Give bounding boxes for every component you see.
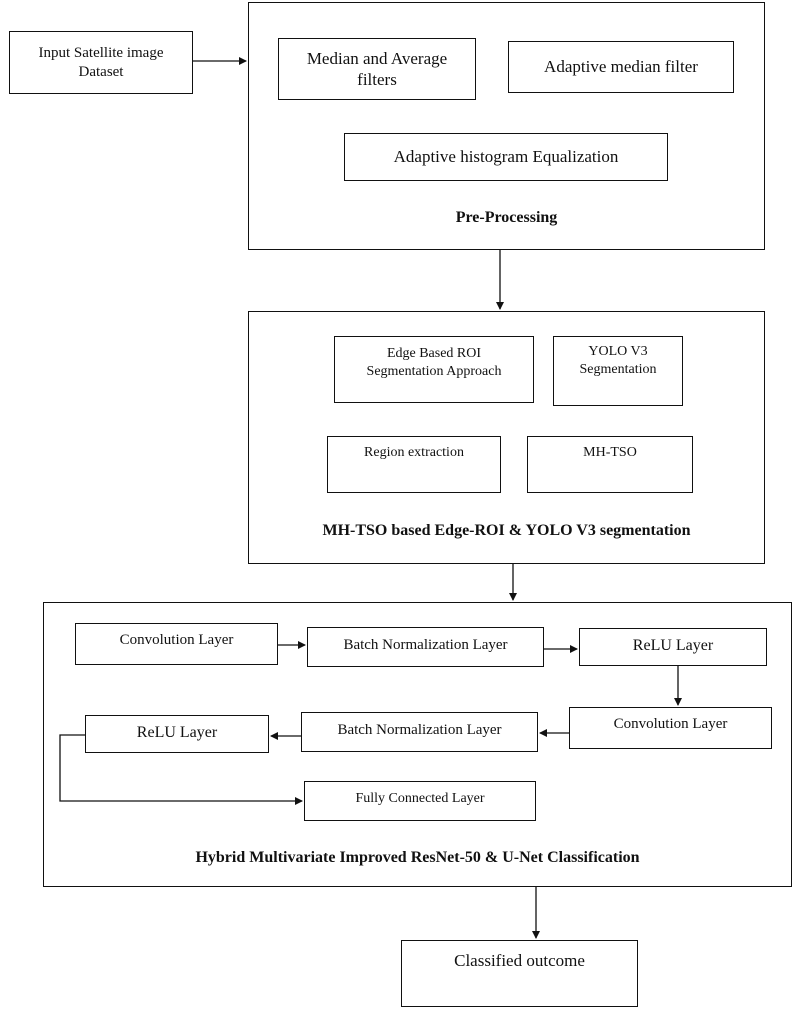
classification-container — [43, 602, 792, 887]
yolo-v3-segmentation-label: YOLO V3 Segmentation — [580, 343, 657, 378]
segmentation-caption: MH-TSO based Edge-ROI & YOLO V3 segmenta… — [322, 522, 691, 539]
convolution-layer-2-label: Convolution Layer — [613, 716, 728, 732]
adaptive-median-filter-box: Adaptive median filter — [508, 41, 734, 93]
edge-roi-segmentation-box: Edge Based ROI Segmentation Approach — [334, 336, 534, 403]
region-extraction-box: Region extraction — [327, 436, 501, 493]
input-dataset-label: Input Satellite image Dataset — [39, 44, 164, 82]
preprocessing-caption: Pre-Processing — [455, 209, 558, 226]
edge-roi-line2: Segmentation Approach — [366, 363, 502, 379]
edge-roi-line1: Edge Based ROI — [386, 346, 482, 361]
median-average-filters-box: Median and Average filters — [278, 38, 476, 100]
classification-caption: Hybrid Multivariate Improved ResNet-50 &… — [195, 849, 640, 866]
input-line2: Dataset — [78, 63, 124, 80]
median-avg-line2: filters — [357, 70, 397, 89]
convolution-layer-1-box: Convolution Layer — [75, 623, 278, 665]
batch-normalization-1-label: Batch Normalization Layer — [343, 637, 508, 653]
yolo-line2: Segmentation — [579, 361, 657, 377]
arrow-relu2-to-fc — [59, 734, 303, 805]
adaptive-histogram-box: Adaptive histogram Equalization — [344, 133, 668, 181]
batch-normalization-2-box: Batch Normalization Layer — [301, 712, 538, 752]
preprocessing-container — [248, 2, 765, 250]
yolo-v3-segmentation-box: YOLO V3 Segmentation — [553, 336, 683, 406]
relu-layer-1-box: ReLU Layer — [579, 628, 767, 666]
region-extraction-label: Region extraction — [364, 445, 464, 460]
median-average-filters-label: Median and Average filters — [307, 48, 447, 91]
input-line1: Input Satellite image — [38, 44, 164, 61]
adaptive-histogram-label: Adaptive histogram Equalization — [393, 147, 619, 167]
convolution-layer-2-box: Convolution Layer — [569, 707, 772, 749]
mhtso-box: MH-TSO — [527, 436, 693, 493]
relu-layer-2-label: ReLU Layer — [136, 724, 218, 741]
fully-connected-layer-box: Fully Connected Layer — [304, 781, 536, 821]
adaptive-median-filter-label: Adaptive median filter — [544, 57, 698, 77]
classified-outcome-label: Classified outcome — [454, 951, 585, 970]
input-dataset-box: Input Satellite image Dataset — [9, 31, 193, 94]
batch-normalization-2-label: Batch Normalization Layer — [337, 722, 502, 738]
batch-normalization-1-box: Batch Normalization Layer — [307, 627, 544, 667]
convolution-layer-1-label: Convolution Layer — [119, 632, 234, 648]
classified-outcome-box: Classified outcome — [401, 940, 638, 1007]
relu-layer-2-box: ReLU Layer — [85, 715, 269, 753]
edge-roi-segmentation-label: Edge Based ROI Segmentation Approach — [367, 345, 502, 380]
mhtso-label: MH-TSO — [583, 445, 637, 460]
relu-layer-1-label: ReLU Layer — [632, 637, 714, 654]
median-avg-line1: Median and Average — [306, 48, 448, 68]
segmentation-container — [248, 311, 765, 564]
yolo-line1: YOLO V3 — [588, 344, 648, 359]
fully-connected-layer-label: Fully Connected Layer — [355, 791, 485, 806]
